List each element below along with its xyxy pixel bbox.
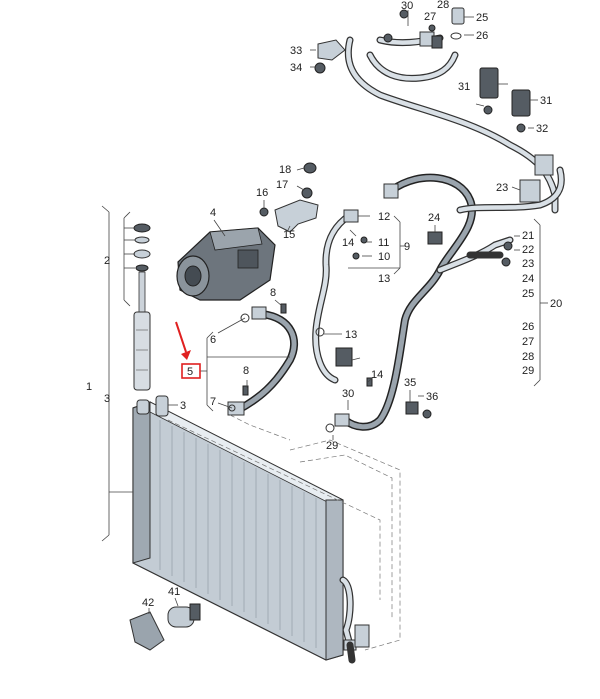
label-32: 32	[536, 123, 548, 135]
label-34: 34	[290, 62, 302, 74]
label-4: 4	[210, 207, 216, 219]
label-14b: 14	[371, 369, 383, 381]
label-13a: 13	[378, 273, 390, 285]
label-26b: 26	[476, 30, 488, 42]
label-24b: 24	[428, 212, 440, 224]
label-23a: 23	[522, 258, 534, 270]
label-17: 17	[276, 179, 288, 191]
label-7: 7	[210, 396, 216, 408]
part-labels: 1 2 3 3 4 5 6 7 8 8 9 10 11 12 13 13 14 …	[86, 0, 562, 609]
pressure-hose	[325, 173, 514, 433]
label-41: 41	[168, 586, 180, 598]
label-21: 21	[522, 230, 534, 242]
pressure-switch-41	[129, 603, 201, 651]
label-36: 36	[426, 391, 438, 403]
condenser	[132, 395, 370, 664]
label-8a: 8	[270, 287, 276, 299]
label-9: 9	[404, 241, 410, 253]
label-30a: 30	[401, 0, 413, 12]
label-30b: 30	[342, 388, 354, 400]
bracket-15	[259, 162, 319, 233]
label-5: 5	[187, 366, 193, 378]
label-11: 11	[378, 237, 389, 249]
label-25b: 25	[476, 12, 488, 24]
label-28b: 28	[437, 0, 449, 11]
label-6: 6	[210, 334, 216, 346]
leader-lines	[101, 10, 548, 614]
label-23b: 23	[496, 182, 508, 194]
label-3a: 3	[104, 393, 110, 405]
label-31b: 31	[540, 95, 552, 107]
label-14a: 14	[342, 237, 354, 249]
label-29b: 29	[326, 440, 338, 452]
label-18: 18	[279, 164, 291, 176]
label-15: 15	[283, 229, 295, 241]
label-2: 2	[104, 255, 110, 267]
label-35: 35	[404, 377, 416, 389]
dashed-references	[167, 414, 401, 651]
drier-cartridge	[133, 223, 151, 391]
label-12: 12	[378, 211, 390, 223]
highlight-arrow	[175, 321, 201, 379]
label-31a: 31	[458, 81, 470, 93]
label-27b: 27	[424, 11, 436, 23]
label-24a: 24	[522, 273, 534, 285]
label-20: 20	[550, 298, 562, 310]
suction-pipe	[312, 209, 373, 387]
label-8b: 8	[243, 365, 249, 377]
label-28a: 28	[522, 351, 534, 363]
label-3b: 3	[180, 400, 186, 412]
label-22: 22	[522, 244, 534, 256]
label-10: 10	[378, 251, 390, 263]
label-29a: 29	[522, 365, 534, 377]
label-16: 16	[256, 187, 268, 199]
pressure-sender	[314, 7, 465, 74]
label-42: 42	[142, 597, 154, 609]
label-33: 33	[290, 45, 302, 57]
upper-pipe-assembly	[344, 31, 565, 214]
label-27a: 27	[522, 336, 534, 348]
compressor	[176, 227, 276, 301]
clips-31	[405, 67, 531, 419]
label-13b: 13	[345, 329, 357, 341]
label-1: 1	[86, 381, 92, 393]
label-25a: 25	[522, 288, 534, 300]
compressor-hose	[227, 303, 298, 416]
label-26a: 26	[522, 321, 534, 333]
